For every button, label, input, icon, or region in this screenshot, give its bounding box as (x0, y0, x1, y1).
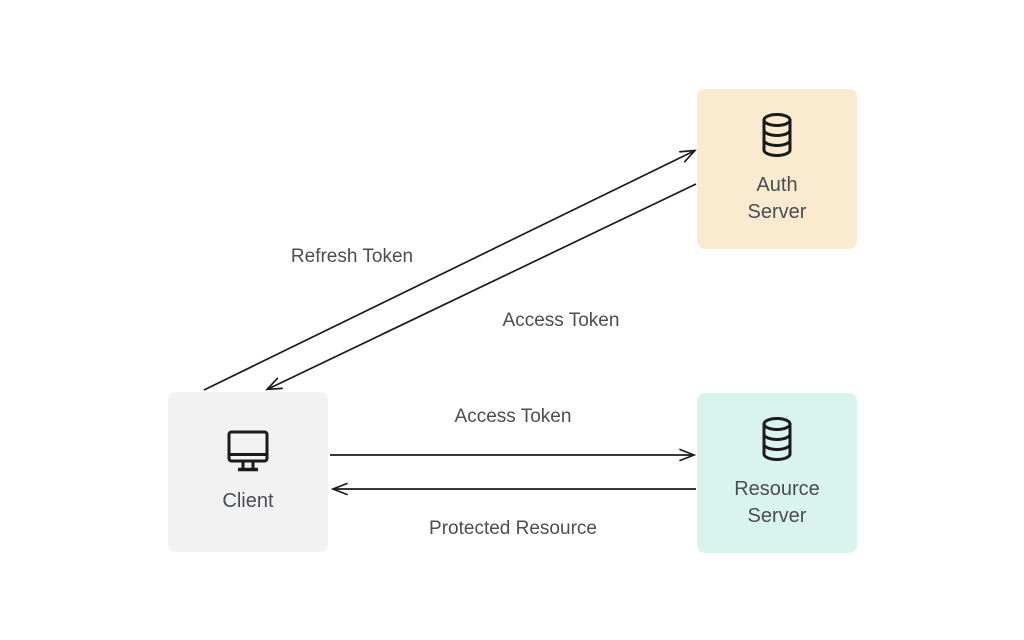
database-icon (760, 112, 794, 157)
edge-label-access-token-auth: Access Token (502, 310, 620, 331)
node-label-line: Resource (734, 477, 820, 500)
node-resource-server: Resource Server (697, 393, 857, 553)
node-label-resource-server: Resource Server (734, 476, 820, 530)
node-label-line: Server (747, 504, 807, 527)
edge-label-refresh-token: Refresh Token (290, 246, 414, 267)
node-label-auth-server: Auth Server (748, 172, 807, 226)
edge-label-access-token-resource: Access Token (454, 406, 572, 427)
edge-label-protected-resource: Protected Resource (429, 518, 597, 539)
node-label-client: Client (222, 488, 273, 515)
node-auth-server: Auth Server (697, 89, 857, 249)
arrow-access-token-to-client (268, 183, 697, 389)
node-label-line: Client (222, 490, 274, 512)
node-label-line: Server (747, 200, 807, 223)
arrow-refresh-token (203, 151, 694, 391)
monitor-icon (226, 429, 270, 473)
database-icon (760, 416, 794, 461)
node-label-line: Auth (756, 173, 798, 196)
node-client: Client (168, 392, 328, 552)
